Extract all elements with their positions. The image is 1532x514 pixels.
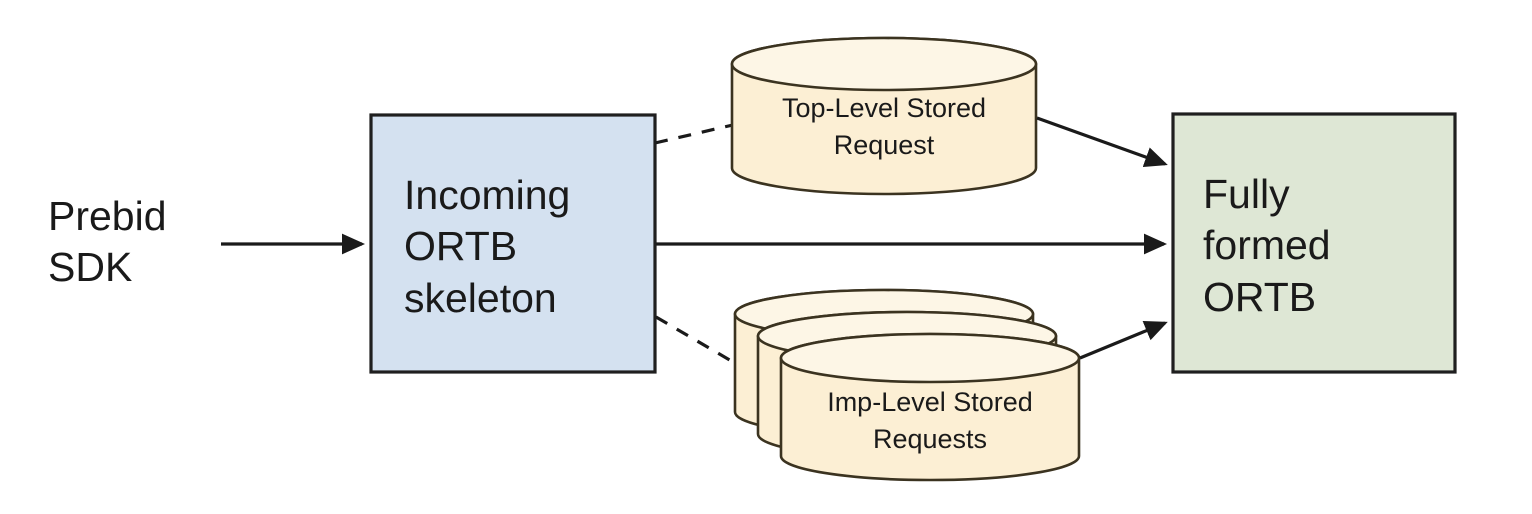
fully-formed-ortb-line2: formed (1203, 222, 1331, 268)
top-level-stored-request-line1: Top-Level Stored (782, 93, 986, 123)
prebid-sdk-line2: SDK (48, 244, 132, 290)
fully-formed-ortb[interactable]: Fully formed ORTB (1171, 112, 1457, 374)
imp-level-stored-requests[interactable]: Imp-Level Stored Requests (733, 288, 1081, 482)
edge-top-stored-to-output (1036, 116, 1168, 168)
imp-level-stored-requests-line1: Imp-Level Stored (827, 387, 1033, 417)
incoming-ortb-skeleton[interactable]: Incoming ORTB skeleton (369, 113, 657, 374)
fully-formed-ortb-line3: ORTB (1203, 274, 1316, 320)
incoming-ortb-skeleton-line1: Incoming (404, 172, 570, 218)
top-level-stored-request[interactable]: Top-Level Stored Request (730, 36, 1038, 196)
prebid-sdk-line1: Prebid (48, 193, 167, 239)
imp-level-stored-requests-line2: Requests (873, 424, 987, 454)
incoming-ortb-skeleton-line2: ORTB (404, 223, 517, 269)
edge-incoming-to-imp-stored (655, 315, 741, 368)
edge-imp-stored-to-output (1079, 320, 1168, 360)
fully-formed-ortb-line1: Fully (1203, 171, 1290, 217)
incoming-ortb-skeleton-line3: skeleton (404, 275, 557, 321)
imp-stored-cylinder-front (779, 332, 1081, 482)
prebid-sdk[interactable]: Prebid SDK (48, 193, 167, 290)
edge-incoming-to-top-stored (654, 122, 738, 145)
top-level-stored-request-line2: Request (834, 130, 935, 160)
